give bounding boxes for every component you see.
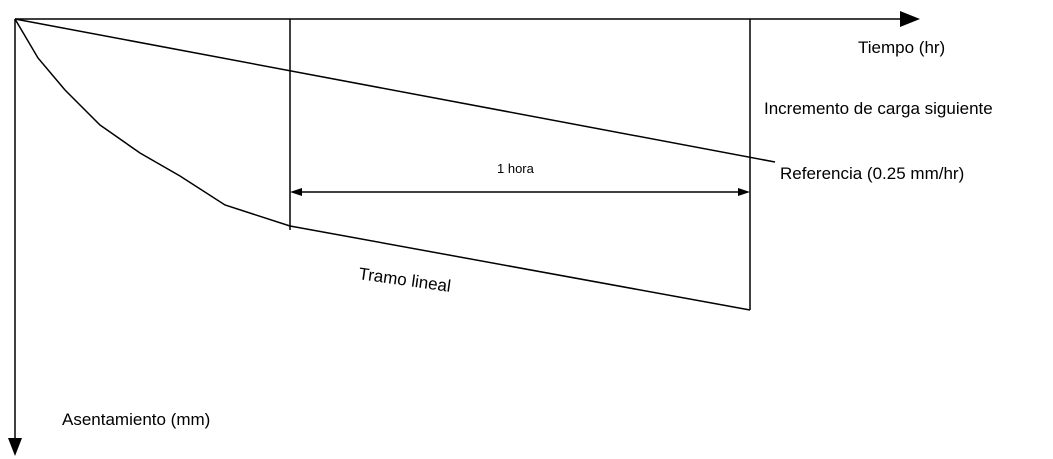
settlement-axis-label: Asentamiento (mm) (62, 410, 210, 429)
one-hour-right-arrowhead (738, 188, 750, 196)
time-axis-label: Tiempo (hr) (858, 38, 945, 57)
settlement-axis-arrowhead (8, 438, 22, 456)
one-hour-left-arrowhead (290, 188, 302, 196)
linear-segment-label: Tramo lineal (357, 264, 452, 296)
one-hour-label: 1 hora (497, 161, 535, 176)
linear-segment-line (289, 225, 751, 311)
settlement-curve (14, 18, 291, 227)
next-load-label: Incremento de carga siguiente (764, 99, 993, 118)
reference-line (14, 18, 776, 163)
reference-label: Referencia (0.25 mm/hr) (780, 164, 964, 183)
time-axis-arrowhead (900, 11, 920, 27)
